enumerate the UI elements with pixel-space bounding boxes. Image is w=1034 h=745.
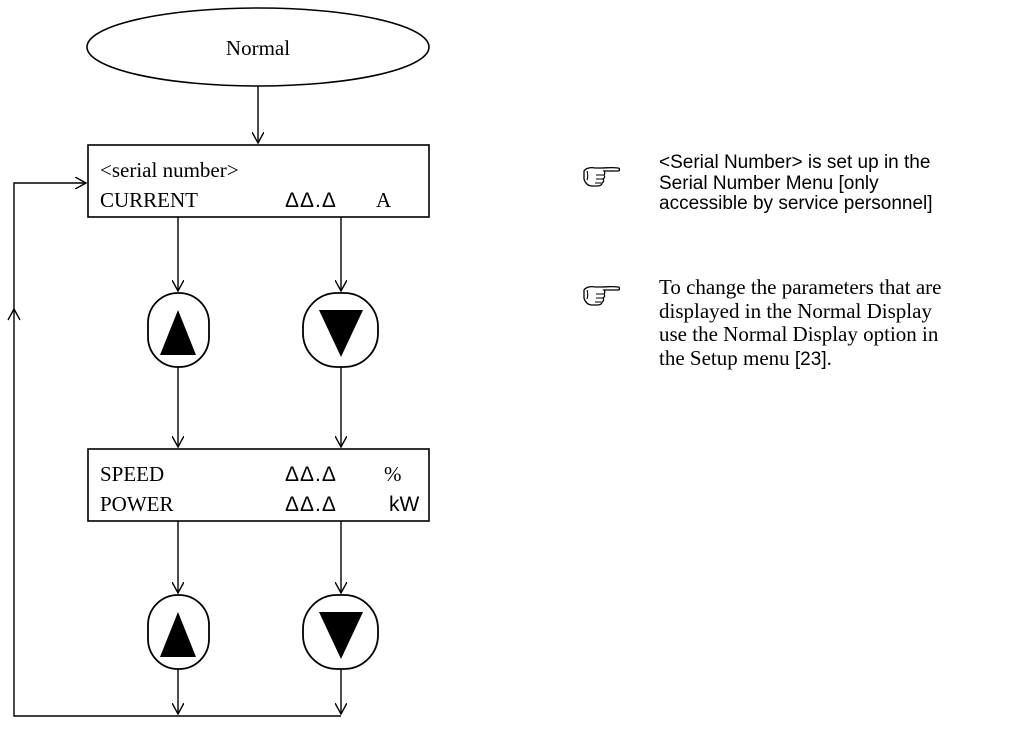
- start-node-label: Normal: [226, 36, 290, 60]
- pointing-hand-icon: [583, 166, 621, 187]
- down-triangle-icon: [319, 310, 363, 357]
- note1-line: Serial Number Menu [only: [659, 172, 879, 194]
- display1-line2-value: ΔΔ.Δ: [285, 189, 337, 212]
- display2-line2-value: ΔΔ.Δ: [285, 493, 337, 516]
- start-node: Normal: [86, 7, 430, 87]
- display1-line2-label: CURRENT: [100, 188, 198, 212]
- note1-line: accessible by service personnel]: [659, 193, 933, 215]
- note2-line: the Setup menu [23].: [659, 345, 1034, 371]
- note-serial-number: <Serial Number> is set up in the Serial …: [659, 152, 1034, 215]
- note2-line: use the Normal Display option in: [659, 322, 939, 347]
- display2-line2-label: POWER: [100, 492, 174, 516]
- display-speed-power: SPEED ΔΔ.Δ % POWER ΔΔ.Δ kW: [87, 448, 430, 522]
- display1-line1-label: <serial number>: [100, 158, 239, 182]
- note2-line: displayed in the Normal Display: [659, 298, 932, 323]
- display-current: <serial number> CURRENT ΔΔ.Δ A: [87, 144, 430, 218]
- up-triangle-icon: [160, 310, 196, 355]
- display2-line2-unit: kW: [389, 493, 420, 516]
- display2-line1-value: ΔΔ.Δ: [285, 463, 337, 486]
- loop-back-connector: [13, 183, 341, 717]
- pointing-hand-icon: [583, 285, 621, 306]
- menu-reference: [23]: [794, 348, 827, 370]
- down-key[interactable]: [302, 292, 379, 368]
- loop-direction-arrowhead: [7, 307, 21, 321]
- display2-line1-unit: %: [384, 462, 402, 486]
- up-key-2[interactable]: [147, 594, 210, 670]
- note-normal-display: To change the parameters that are displa…: [659, 275, 1034, 371]
- up-key[interactable]: [147, 292, 210, 368]
- down-key-2[interactable]: [302, 594, 379, 670]
- display2-line1-label: SPEED: [100, 462, 164, 486]
- note2-line-text: the Setup menu [23].: [659, 345, 832, 370]
- display1-line2-unit: A: [376, 188, 392, 212]
- note2-line: To change the parameters that are: [659, 275, 942, 299]
- down-triangle-icon: [319, 612, 363, 659]
- note1-line: <Serial Number> is set up in the: [659, 152, 931, 173]
- up-triangle-icon: [160, 612, 196, 657]
